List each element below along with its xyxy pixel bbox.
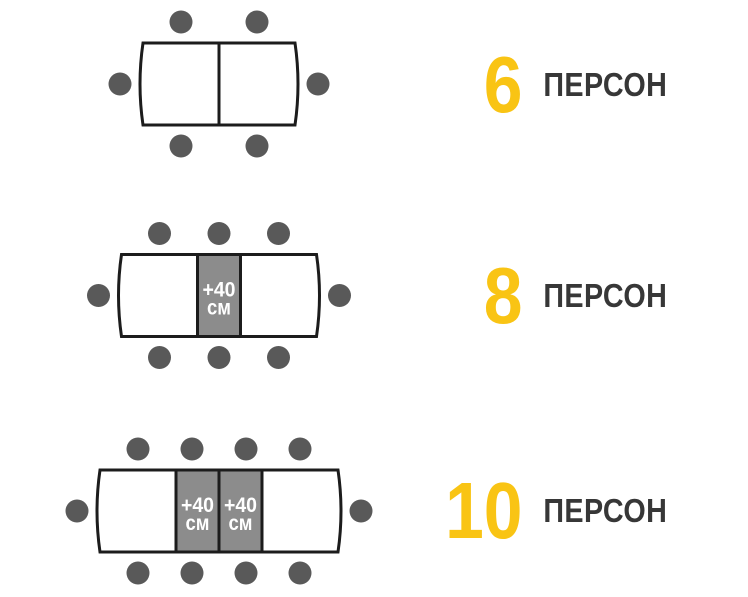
chair-icon: [169, 134, 193, 158]
caption-8-persons: 8 ПЕРСОН: [432, 246, 667, 346]
chair-icon: [245, 10, 269, 34]
chair-icon: [245, 134, 269, 158]
chair-icon: [288, 437, 312, 461]
caption-6-persons: 6 ПЕРСОН: [432, 35, 667, 135]
chair-icon: [169, 10, 193, 34]
chair-icon: [148, 346, 171, 369]
chair-icon: [207, 346, 231, 369]
chair-icon: [126, 437, 150, 461]
chair-icon: [328, 284, 351, 307]
extension-leaf-unit-label: см: [229, 512, 253, 535]
chair-icon: [180, 561, 204, 585]
extension-leaf-size-label: +40: [181, 494, 214, 517]
chair-icon: [234, 561, 258, 585]
chair-icon: [349, 499, 373, 523]
chair-icon: [180, 437, 204, 461]
persons-count-6: 6: [483, 40, 523, 129]
caption-10-persons: 10 ПЕРСОН: [432, 461, 667, 561]
chair-icon: [267, 222, 290, 245]
extension-leaf: [217, 468, 264, 554]
persons-label: ПЕРСОН: [543, 277, 668, 314]
extension-leaf-size-label: +40: [224, 494, 257, 517]
persons-count-10: 10: [445, 466, 523, 555]
extension-leaf-unit-label: см: [207, 297, 231, 320]
chair-icon: [87, 284, 110, 307]
extension-leaf-unit-label: см: [186, 512, 210, 535]
chair-icon: [207, 222, 231, 245]
chair-icon: [126, 561, 150, 585]
chair-icon: [234, 437, 258, 461]
persons-label: ПЕРСОН: [543, 492, 668, 529]
chair-icon: [108, 72, 132, 96]
chair-icon: [306, 72, 330, 96]
chair-icon: [148, 222, 171, 245]
extension-leaf-size-label: +40: [203, 279, 236, 302]
seating-row-6: [108, 10, 330, 158]
persons-label: ПЕРСОН: [543, 66, 668, 103]
persons-count-8: 8: [483, 251, 523, 340]
chair-icon: [267, 346, 290, 369]
extension-leaf: [196, 253, 242, 338]
chair-icon: [65, 499, 89, 523]
chair-icon: [288, 561, 312, 585]
